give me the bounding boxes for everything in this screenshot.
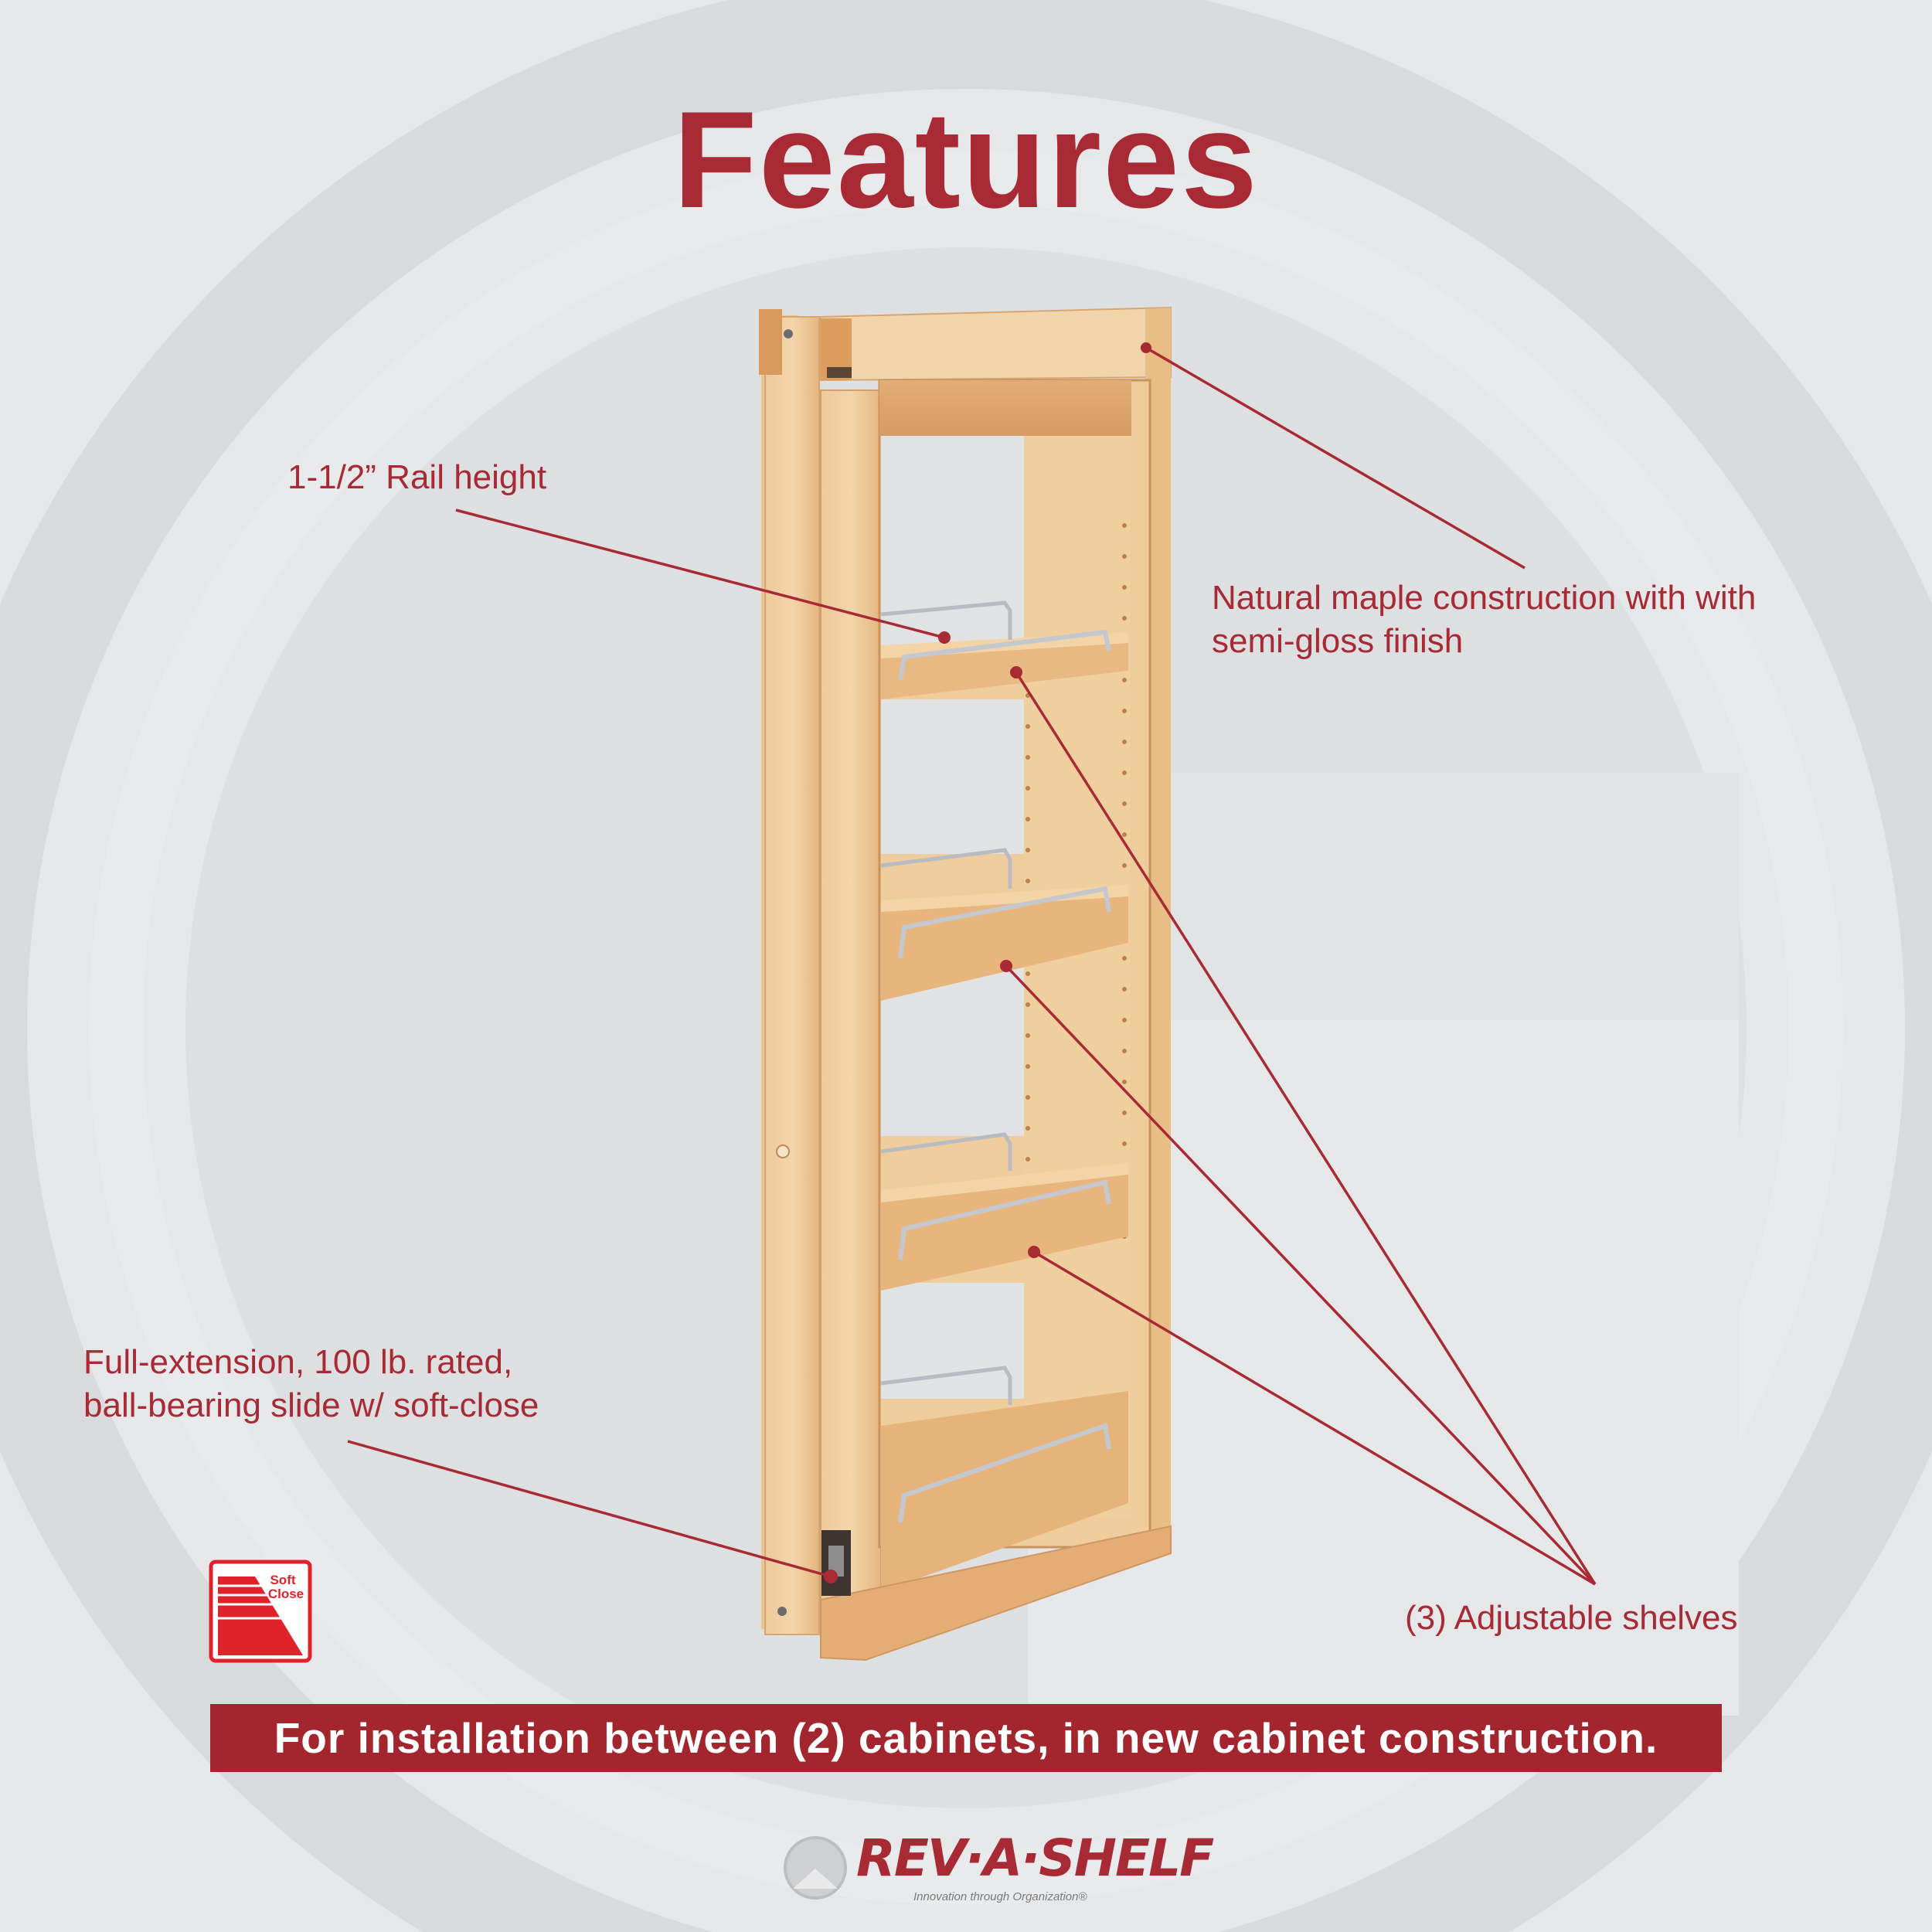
callout-slide-line-2: ball-bearing slide w/ soft-close [83,1386,539,1424]
callout-dot-slide [824,1570,838,1583]
shelf-2 [880,848,1128,1001]
callout-dot-shelf-2 [1000,960,1012,972]
shelf-1 [880,600,1128,699]
callout-dot-shelf-3 [1028,1246,1040,1258]
base-shelf [820,1366,1172,1662]
shelf-3 [880,1132,1128,1291]
callout-maple-line-2: semi-gloss finish [1212,622,1464,660]
callout-slide: Full-extension, 100 lb. rated, ball-bear… [83,1341,539,1427]
soft-close-badge-icon: Soft Close [209,1560,312,1663]
installation-banner: For installation between (2) cabinets, i… [210,1704,1722,1772]
soft-close-line-1: Soft [270,1573,295,1587]
logo-tagline: Innovation through Organization® [913,1890,1087,1903]
callout-maple-line-1: Natural maple construction with with [1212,579,1757,617]
logo-wordmark: REV·A·SHELF [856,1828,1214,1888]
callout-maple-construction: Natural maple construction with with sem… [1212,577,1756,663]
rev-a-shelf-logo: REV·A·SHELF Innovation through Organizat… [782,1830,1214,1910]
logo-mark-icon [784,1836,847,1900]
callout-dot-rail [938,631,951,644]
callout-dot-shelf-1 [1010,666,1022,679]
callout-slide-line-1: Full-extension, 100 lb. rated, [83,1343,513,1381]
page-title: Features [673,83,1259,236]
installation-banner-text: For installation between (2) cabinets, i… [274,1714,1658,1762]
callout-dot-maple [1141,342,1151,353]
callout-rail-height: 1-1/2” Rail height [287,458,547,496]
callout-adjustable-shelves: (3) Adjustable shelves [1405,1599,1738,1637]
soft-close-line-2: Close [268,1587,304,1601]
